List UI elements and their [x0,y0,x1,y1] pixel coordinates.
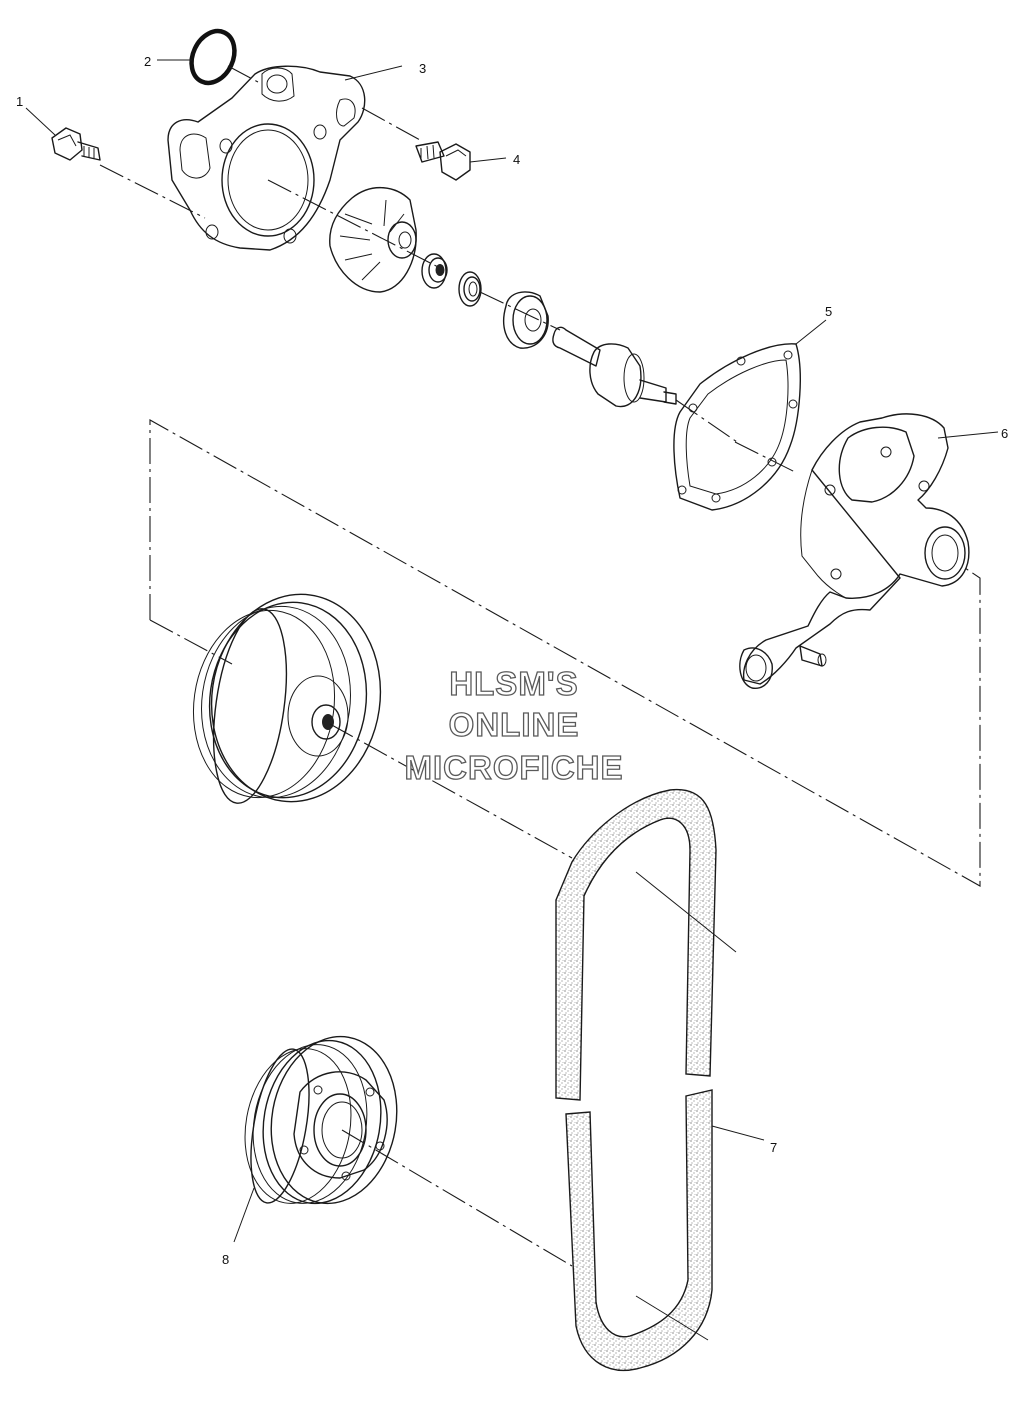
watermark-line-2: ONLINE [449,706,580,743]
belt-axis-line-lower [635,1295,709,1341]
callout-7: 7 [770,1140,777,1155]
axis-line-lower-pulley [341,1129,573,1267]
seal-washer[interactable] [458,271,482,307]
leader-4 [469,157,507,163]
callout-6: 6 [1001,426,1008,441]
belt-axis-line-upper [635,871,737,953]
leader-7 [711,1125,765,1141]
pump-housing-part-6[interactable] [739,413,970,689]
gasket-part-5[interactable] [673,343,801,511]
drive-belt-part-7[interactable] [555,788,717,1372]
assembly-reference-line-2 [149,619,233,665]
pump-cover-part-3[interactable] [167,65,366,251]
leader-6 [937,431,999,439]
leader-5 [795,319,827,345]
axis-line-upper-pulley [329,723,573,859]
callout-3: 3 [419,61,426,76]
mechanical-seal[interactable] [421,253,448,289]
water-pump-pulley[interactable] [182,583,394,812]
bolt-part-1[interactable] [51,127,101,161]
leader-3 [344,65,403,81]
callout-5: 5 [825,304,832,319]
axis-line-shaft-3 [675,399,741,445]
axis-line-shaft-2 [479,291,561,331]
axis-line-gasket [734,441,796,473]
callout-1: 1 [16,94,23,109]
callout-4: 4 [513,152,520,167]
impeller[interactable] [329,186,417,293]
callout-2: 2 [144,54,151,69]
leader-1 [25,107,56,136]
axis-line-cover-3 [361,107,421,141]
o-ring-part-2[interactable] [183,24,242,90]
bolt-part-4[interactable] [415,141,471,181]
watermark: HLSM'S ONLINE MICROFICHE [404,664,624,786]
axis-line-o-ring-2 [227,65,259,83]
watermark-line-1: HLSM'S [449,665,578,702]
leader-8 [233,1187,255,1243]
watermark-line-3: MICROFICHE [405,749,624,786]
axis-line-bolt-1 [99,164,206,219]
bearing[interactable] [502,291,549,349]
callout-8: 8 [222,1252,229,1267]
assembly-reference-line [149,419,981,887]
axis-line-main-shaft [267,179,441,269]
crankshaft-pulley-part-8[interactable] [233,1027,409,1214]
pump-shaft[interactable] [552,326,677,408]
